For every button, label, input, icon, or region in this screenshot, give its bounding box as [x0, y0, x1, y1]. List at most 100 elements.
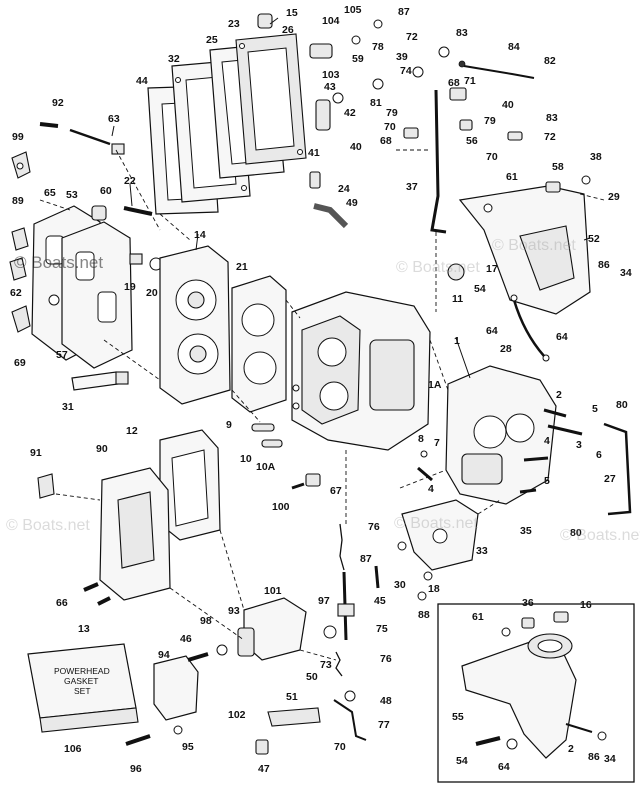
label-101: 101 — [264, 585, 282, 597]
label-11: 11 — [452, 293, 463, 305]
label-70: 70 — [384, 121, 396, 133]
label-59: 59 — [352, 53, 364, 65]
label-49: 49 — [346, 197, 358, 209]
label-97: 97 — [318, 595, 330, 607]
label-23: 23 — [228, 18, 240, 30]
label-66: 66 — [56, 597, 68, 609]
label-29: 29 — [608, 191, 620, 203]
small-parts-lower-right — [291, 473, 433, 639]
label-9: 9 — [226, 419, 232, 431]
label-60: 60 — [100, 185, 112, 197]
label-93: 93 — [228, 605, 240, 617]
label-80: 80 — [616, 399, 628, 411]
label-27: 27 — [604, 473, 616, 485]
watermark-faint-2: © Boats.net — [492, 237, 576, 254]
watermark-faint-1: © Boats.net — [396, 259, 480, 276]
label-82: 82 — [544, 55, 556, 67]
hose-49 — [313, 203, 349, 229]
label-87b: 87 — [360, 553, 372, 565]
label-86: 86 — [598, 259, 610, 271]
label-8: 8 — [418, 433, 424, 445]
label-7: 7 — [434, 437, 440, 449]
label-52: 52 — [588, 233, 600, 245]
label-1: 1 — [454, 335, 460, 347]
label-45: 45 — [374, 595, 386, 607]
label-6: 6 — [596, 449, 602, 461]
watermark-faint-5: © Boats.net — [560, 527, 640, 544]
label-64c: 64 — [498, 761, 510, 773]
fitting-60 — [91, 205, 107, 221]
label-21: 21 — [236, 261, 248, 273]
spark-plug-31 — [71, 371, 129, 391]
label-96: 96 — [130, 763, 142, 775]
stud-22 — [123, 206, 153, 216]
label-61: 61 — [506, 171, 518, 183]
label-76b: 76 — [380, 653, 392, 665]
intake-gasket-12 — [159, 429, 221, 541]
label-48: 48 — [380, 695, 392, 707]
cylinder-head-14 — [159, 245, 231, 405]
label-105: 105 — [344, 4, 362, 16]
bolts-lower-left — [125, 644, 269, 755]
label-76: 76 — [368, 521, 380, 533]
tube-27 — [603, 422, 632, 516]
label-68b: 68 — [380, 135, 392, 147]
head-gasket-21 — [231, 275, 287, 413]
label-88: 88 — [418, 609, 430, 621]
label-19: 19 — [124, 281, 136, 293]
label-2b: 2 — [568, 743, 574, 755]
clip-91 — [37, 473, 55, 499]
label-26: 26 — [282, 24, 294, 36]
label-62: 62 — [10, 287, 22, 299]
watermark-faint-3: © Boats.net — [6, 517, 90, 534]
watermark-faint-4: © Boats.net — [394, 515, 478, 532]
label-90: 90 — [96, 443, 108, 455]
label-77: 77 — [378, 719, 390, 731]
label-37: 37 — [406, 181, 418, 193]
clip-69 — [11, 305, 31, 333]
label-86b: 86 — [588, 751, 600, 763]
tube-82 — [458, 60, 535, 79]
clip-62 — [9, 257, 27, 281]
label-102: 102 — [228, 709, 246, 721]
label-89: 89 — [12, 195, 24, 207]
label-81: 81 — [370, 97, 382, 109]
label-51: 51 — [286, 691, 298, 703]
label-106: 106 — [64, 743, 82, 755]
link-102-77 — [267, 690, 367, 741]
label-73: 73 — [320, 659, 332, 671]
cylinder-block-1 — [291, 291, 431, 451]
label-43: 43 — [324, 81, 336, 93]
bracket-52 — [458, 185, 591, 315]
label-2: 2 — [556, 389, 562, 401]
label-50: 50 — [306, 671, 318, 683]
label-1a: 1A — [428, 379, 442, 391]
fitting-19 — [129, 253, 143, 265]
label-44: 44 — [136, 75, 148, 87]
label-5: 5 — [592, 403, 598, 415]
label-10a: 10A — [256, 461, 276, 473]
pin-92 — [39, 122, 59, 128]
gasket-set-106: POWERHEAD GASKET SET — [27, 643, 139, 733]
kit-label-line-1: POWERHEAD — [54, 666, 110, 676]
label-78: 78 — [372, 41, 384, 53]
crankcase-half — [445, 365, 557, 505]
label-14: 14 — [194, 229, 206, 241]
label-92: 92 — [52, 97, 64, 109]
label-69: 69 — [14, 357, 26, 369]
label-87: 87 — [398, 6, 410, 18]
cap-11 — [447, 263, 465, 281]
label-58: 58 — [552, 161, 564, 173]
label-17: 17 — [486, 263, 498, 275]
clamp-94 — [153, 655, 199, 721]
label-84: 84 — [508, 41, 520, 53]
label-67: 67 — [330, 485, 342, 497]
label-30: 30 — [394, 579, 406, 591]
bracket-33 — [401, 499, 479, 571]
label-16: 16 — [580, 599, 592, 611]
label-41: 41 — [308, 147, 320, 159]
bolt-66-13 — [83, 582, 111, 606]
label-40b: 40 — [502, 99, 514, 111]
label-34: 34 — [620, 267, 632, 279]
